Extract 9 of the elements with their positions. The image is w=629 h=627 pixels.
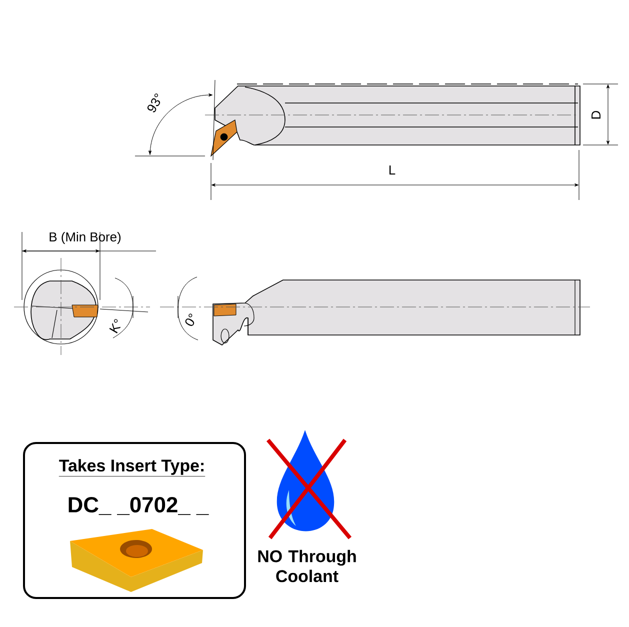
angle-label: 0°: [185, 314, 194, 326]
angle-label: 93°: [147, 94, 160, 112]
heading: Takes Insert Type:: [58, 459, 206, 476]
dimension-label: B (Min Bore): [50, 232, 121, 244]
info-box: [23, 442, 246, 599]
dimension-label: L: [389, 166, 396, 174]
insert-code: DC_ _0702_ _: [68, 497, 209, 515]
angle-label: K°: [109, 319, 121, 334]
dimension-label: D: [592, 110, 600, 119]
